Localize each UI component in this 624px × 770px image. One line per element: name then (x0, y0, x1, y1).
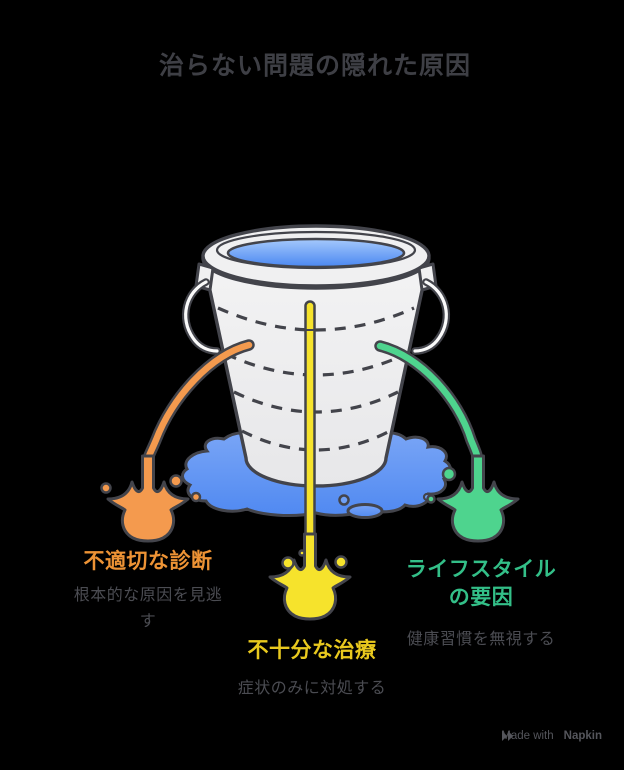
cause-label-insufficient-treatment: 不十分な治療 (247, 639, 377, 662)
bucket-handle-left (181, 262, 221, 355)
page-title: 治らない問題の隠れた原因 (158, 52, 472, 80)
leak-stream-left (100, 339, 255, 543)
cause-label-inappropriate-diagnosis: 不適切な診断 (83, 550, 213, 573)
splash-orange (106, 454, 190, 543)
made-with-napkin-badge[interactable]: Made with Napkin (501, 730, 602, 742)
bucket-rim (201, 224, 431, 288)
cause-description-lifestyle-factors: 健康習慣を無視する (406, 631, 556, 648)
bucket-dashed-lines (217, 306, 415, 452)
napkin-brand-label: Napkin (563, 730, 602, 742)
leak-stream-center (268, 300, 352, 621)
cause-description-insufficient-treatment: 症状のみに対処する (237, 680, 387, 697)
cause-description-inappropriate-diagnosis: 根本的な原因を見逃す (73, 587, 223, 630)
cause-label-lifestyle-factors: ライフスタイルの要因 (405, 558, 557, 610)
splash-yellow (268, 532, 352, 621)
made-with-label: Made with (501, 730, 554, 742)
leak-stream-right (374, 340, 520, 543)
water-surface (226, 237, 406, 269)
